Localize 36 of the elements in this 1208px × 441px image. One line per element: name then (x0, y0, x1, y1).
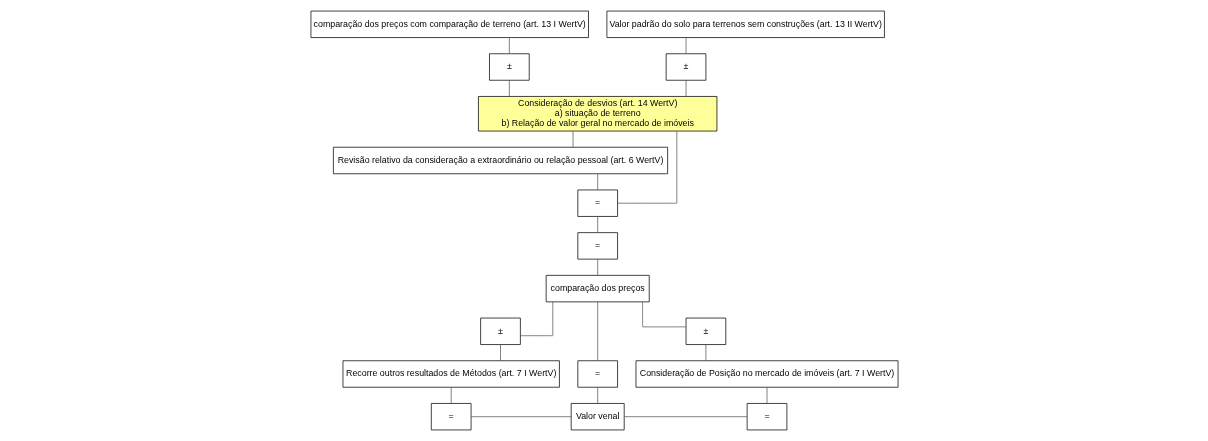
connector (450, 386, 452, 404)
connector (596, 301, 598, 361)
connector (596, 386, 598, 404)
connector (572, 130, 573, 148)
node-box: ± (665, 53, 706, 81)
node-box: Valor venal (570, 403, 625, 431)
connector (499, 344, 501, 361)
connector (705, 344, 706, 361)
connector (508, 37, 510, 54)
node-box: = (576, 360, 618, 388)
node-box: ± (685, 317, 726, 345)
connector (766, 386, 767, 404)
connector (508, 79, 510, 97)
node-box: ± (479, 317, 521, 345)
node-box: comparação dos preços (545, 275, 650, 303)
node-box: Consideração de desvios (art. 14 WertV) a) situação de terreno b) Relação de valor geral no mercado de imóveis (477, 96, 717, 132)
connector (519, 301, 553, 337)
connector (596, 216, 598, 233)
node-box: Revisão relativo da consideração a extraordinário ou relação pessoal (art. 6 WertV) (332, 146, 668, 175)
connector (685, 79, 686, 97)
connector (623, 416, 747, 418)
node-box: Recorre outros resultados de Métodos (art. 7 I WertV) (342, 360, 560, 388)
node-box: = (746, 403, 787, 431)
connector (596, 258, 598, 276)
node-box: = (576, 189, 618, 217)
connector (616, 130, 677, 204)
connector (685, 37, 686, 54)
node-box: Consideração de Posição no mercado de imóveis (art. 7 I WertV) (635, 360, 898, 388)
node-box: = (576, 232, 618, 260)
node-box: ± (488, 53, 530, 81)
node-box: = (430, 403, 471, 431)
connector (641, 301, 686, 328)
node-box: Valor padrão do solo para terrenos sem construções (art. 13 II WertV) (606, 10, 885, 38)
node-box: comparação dos preços com comparação de terreno (art. 13 I WertV) (310, 10, 589, 38)
connector (596, 173, 598, 191)
connector (470, 416, 572, 418)
